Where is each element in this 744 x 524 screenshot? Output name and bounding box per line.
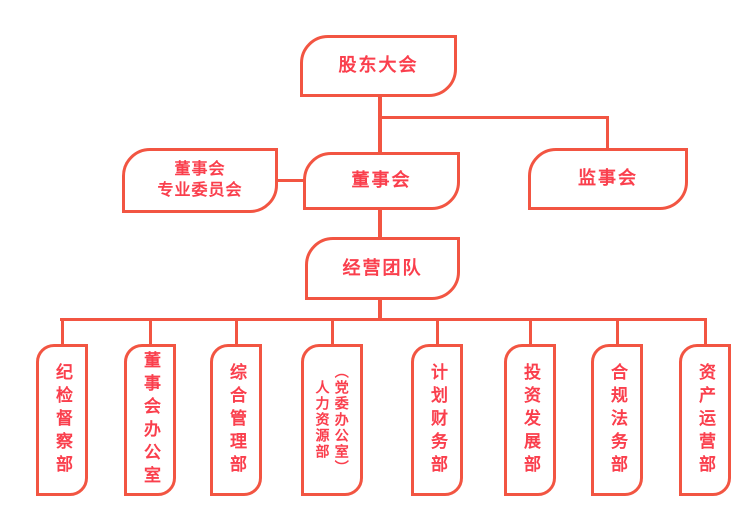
connector-drop-dept-6	[529, 318, 532, 346]
connector-department-bus	[60, 318, 706, 321]
node-dept-asset-operation: 资产运营部	[679, 344, 731, 496]
connector-shareholders-to-board	[378, 95, 382, 155]
connector-drop-dept-5	[436, 318, 439, 346]
node-dept-discipline-inspection: 纪检督察部	[36, 344, 88, 496]
node-label-columns: 人力资源部 （党委办公室）	[313, 364, 350, 476]
node-label: 资产运营部	[696, 362, 716, 478]
node-label: 经营团队	[342, 257, 423, 278]
connector-drop-dept-8	[704, 318, 707, 346]
node-dept-investment-development: 投资发展部	[504, 344, 556, 496]
connector-drop-dept-3	[235, 318, 238, 346]
node-shareholders-meeting: 股东大会	[300, 35, 457, 97]
connector-committee-to-board	[276, 179, 305, 182]
node-dept-human-resources: 人力资源部 （党委办公室）	[301, 344, 363, 496]
connector-drop-dept-2	[149, 318, 152, 346]
node-label: 股东大会	[338, 55, 419, 76]
node-label: 合规法务部	[608, 362, 628, 478]
node-dept-board-office: 董事会办公室	[124, 344, 176, 496]
node-supervisory-board: 监事会	[528, 148, 688, 210]
node-dept-compliance-legal: 合规法务部	[591, 344, 643, 496]
node-sub-label: （党委办公室）	[333, 364, 350, 476]
node-dept-planning-finance: 计划财务部	[411, 344, 463, 496]
node-board-of-directors: 董事会	[303, 152, 460, 210]
connector-drop-dept-4	[331, 318, 334, 346]
node-label: 计划财务部	[428, 362, 448, 478]
node-label-line1: 董事会	[174, 160, 226, 178]
connector-board-to-management	[378, 208, 382, 239]
node-label: 监事会	[578, 168, 638, 189]
connector-management-to-bus	[378, 298, 382, 321]
connector-branch-to-supervisory	[379, 116, 609, 119]
node-label: 综合管理部	[227, 362, 247, 478]
node-label: 董事会办公室	[141, 351, 161, 489]
node-label: 董事会	[351, 170, 412, 191]
node-board-special-committee: 董事会 专业委员会	[122, 148, 278, 213]
node-management-team: 经营团队	[305, 237, 460, 300]
node-dept-general-management: 综合管理部	[210, 344, 262, 496]
connector-drop-supervisory	[606, 116, 609, 150]
connector-drop-dept-1	[61, 318, 64, 346]
node-label: 人力资源部	[314, 380, 331, 460]
node-label: 投资发展部	[521, 362, 541, 478]
connector-drop-dept-7	[616, 318, 619, 346]
node-label: 纪检督察部	[53, 362, 73, 478]
node-label-line2: 专业委员会	[157, 181, 243, 199]
